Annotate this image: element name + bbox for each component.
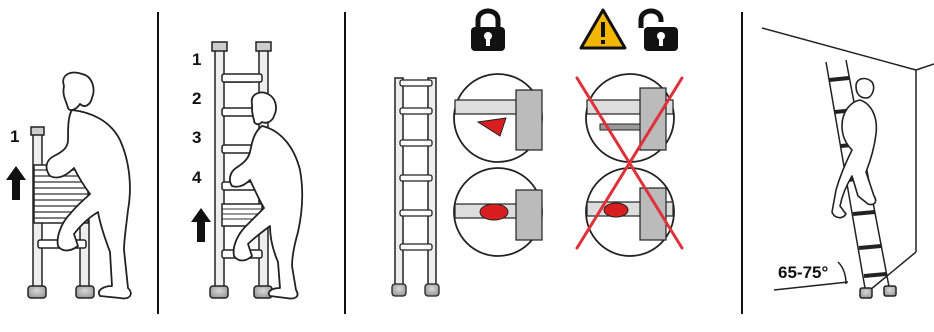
latch-locked-detail xyxy=(454,74,542,162)
warning-triangle-icon xyxy=(581,10,625,48)
latch-unlocked-detail xyxy=(586,74,674,162)
angle-label: 65-75° xyxy=(778,263,828,282)
arrow-up-icon xyxy=(6,166,26,200)
latch-locked-detail xyxy=(454,168,542,256)
step-label: 2 xyxy=(192,89,201,108)
step-label: 4 xyxy=(192,168,202,187)
padlock-closed-icon xyxy=(471,11,505,51)
panel-2-extending: 1 2 3 4 xyxy=(191,42,302,299)
step-label: 3 xyxy=(192,128,201,147)
panel-1-retracting: 1 xyxy=(6,73,131,299)
panel-3-locking xyxy=(392,10,682,296)
ladder-detail xyxy=(392,78,439,296)
arrow-up-icon xyxy=(191,208,211,242)
padlock-open-icon xyxy=(641,11,678,51)
panel-4-climbing: 65-75° xyxy=(762,28,934,298)
step-label: 1 xyxy=(10,127,19,146)
step-label: 1 xyxy=(192,50,201,69)
